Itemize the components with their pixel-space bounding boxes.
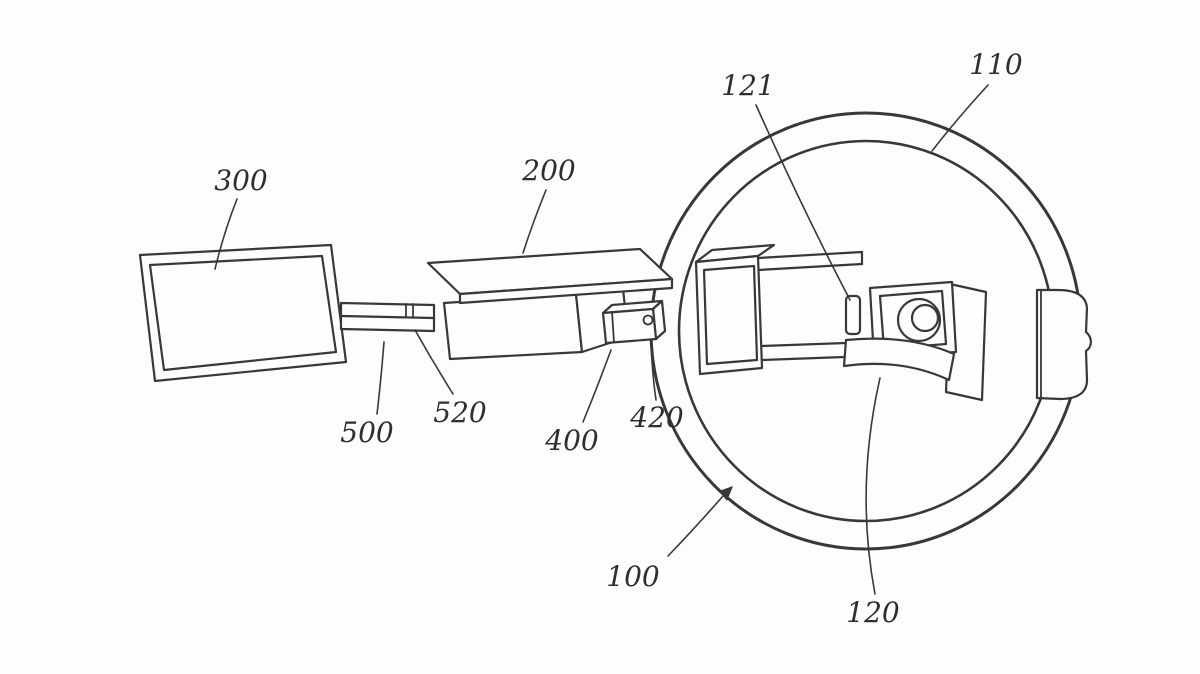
display-panel-screen: [148, 254, 338, 372]
slide-shaft: [339, 301, 436, 333]
hub-roller-inner: [910, 303, 940, 333]
lower-cover-120: [842, 337, 956, 382]
ref-label-120: 120: [846, 596, 899, 629]
ref-label-420: 420: [629, 401, 683, 434]
hub-top-rail-upper-line: [756, 250, 864, 260]
slide-shaft-mid-line: [339, 314, 436, 320]
leader-420: [650, 340, 657, 401]
arrow-100-shaft: [667, 495, 724, 557]
leader-lines: [214, 84, 989, 595]
leader-200: [522, 189, 547, 254]
leader-400: [582, 349, 612, 423]
hub-roller-outer: [896, 297, 942, 343]
mount-bracket-pin: [642, 314, 654, 326]
hub-top-rail-lower-line: [756, 262, 864, 272]
ref-label-100: 100: [606, 560, 659, 593]
hub-assembly: [694, 243, 988, 402]
ref-label-300: 300: [214, 164, 267, 197]
hub-left-bracket-inner-frame: [702, 264, 759, 366]
ref-label-520: 520: [433, 396, 486, 429]
display-carrier-121: [844, 294, 862, 336]
leader-300: [214, 198, 238, 270]
leader-120: [865, 377, 881, 595]
ref-label-200: 200: [521, 154, 575, 187]
arrow-100: [667, 486, 733, 557]
reference-numerals: 300 200 121 110 500 520 400 420 100 120: [214, 48, 1022, 629]
mount-bracket-front-face: [601, 307, 658, 345]
display-panel: [138, 243, 348, 383]
ref-label-121: 121: [721, 69, 774, 102]
display-module: [138, 243, 674, 383]
ref-label-500: 500: [340, 416, 393, 449]
housing-lid-front-edge: [458, 277, 674, 305]
mount-bracket: [601, 299, 667, 345]
leader-121: [755, 104, 851, 301]
ref-label-400: 400: [544, 424, 598, 457]
leader-520: [414, 329, 454, 395]
hub-bottom-rail-lower-line: [760, 355, 846, 362]
display-panel-outer: [138, 243, 348, 383]
leader-110: [931, 84, 989, 152]
hub-left-bracket: [694, 243, 776, 376]
leader-500: [376, 341, 385, 415]
column-stub-outline: [1035, 288, 1092, 401]
hub-right-housing-inner-frame: [878, 289, 948, 351]
ref-label-110: 110: [969, 48, 1022, 81]
hub-left-bracket-front-face: [694, 254, 764, 376]
hub-bottom-rail-upper-line: [760, 341, 848, 348]
housing-lid: [426, 247, 674, 305]
mount-bracket-inner-line: [611, 311, 615, 343]
arrow-100-head-icon: [719, 486, 733, 501]
column-stub: [1035, 288, 1092, 401]
